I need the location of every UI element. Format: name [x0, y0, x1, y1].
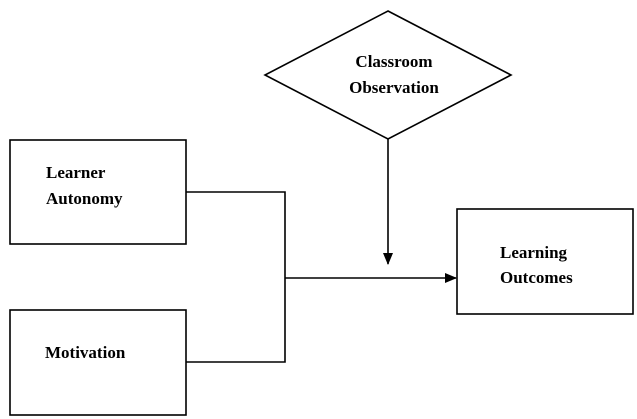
learning-outcomes-label-line2: Outcomes — [500, 268, 573, 287]
classroom-observation-label-line2: Observation — [349, 78, 439, 97]
learner-autonomy-label-line2: Autonomy — [46, 189, 123, 208]
learner-autonomy-box — [9, 139, 187, 245]
learning-outcomes-label-line1: Learning — [500, 243, 568, 262]
learner-autonomy-node: Learner Autonomy — [9, 139, 187, 245]
connector-motivation — [186, 278, 286, 363]
learner-autonomy-label-line1: Learner — [46, 163, 106, 182]
motivation-label: Motivation — [45, 343, 126, 362]
learning-outcomes-box — [456, 208, 634, 315]
classroom-observation-label-line1: Classroom — [355, 52, 432, 71]
motivation-node: Motivation — [9, 309, 187, 416]
motivation-box — [9, 309, 187, 416]
connector-learner-autonomy — [186, 191, 286, 278]
learning-outcomes-node: Learning Outcomes — [456, 208, 634, 315]
classroom-observation-node: Classroom Observation — [263, 10, 513, 140]
classroom-observation-diamond — [263, 10, 513, 140]
